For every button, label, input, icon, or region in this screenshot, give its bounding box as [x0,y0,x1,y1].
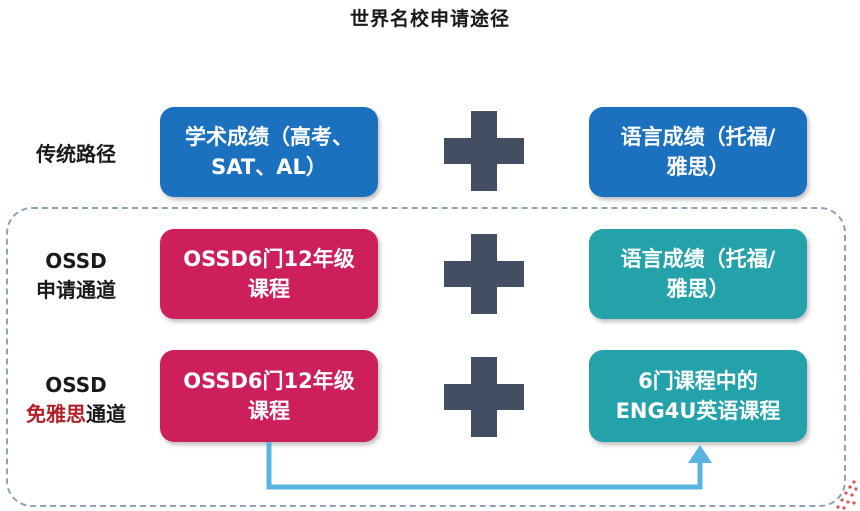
row-label-text: 传统路径 [36,142,116,166]
academic-score-box: 学术成绩（高考、 SAT、AL） [160,107,378,197]
highlight-text: 免雅思 [26,402,86,426]
row-label-line2: 申请通道 [36,278,116,302]
plus-icon [444,111,524,191]
ossd-courses-box: OSSD6门12年级 课程 [160,350,378,442]
row-label-line1: OSSD [45,249,107,273]
ossd-paths-frame [6,207,846,507]
plus-icon [444,234,524,314]
language-score-box: 语言成绩（托福/ 雅思） [589,229,807,319]
ossd-courses-box: OSSD6门12年级 课程 [160,229,378,319]
page-title: 世界名校申请途径 [349,8,510,30]
row-label-ossd-ielts-free: OSSD 免雅思通道 [0,371,152,429]
row-label-line1: OSSD [45,373,107,397]
row-label-rest: 通道 [86,402,126,426]
row-label-line2: 免雅思通道 [0,400,152,429]
row-label-traditional: 传统路径 [0,140,152,169]
plus-icon [444,357,524,437]
language-score-box: 语言成绩（托福/ 雅思） [589,107,807,197]
row-label-ossd-application: OSSD 申请通道 [0,247,152,305]
decorative-dots [836,480,858,510]
eng4u-course-box: 6门课程中的 ENG4U英语课程 [589,350,807,442]
